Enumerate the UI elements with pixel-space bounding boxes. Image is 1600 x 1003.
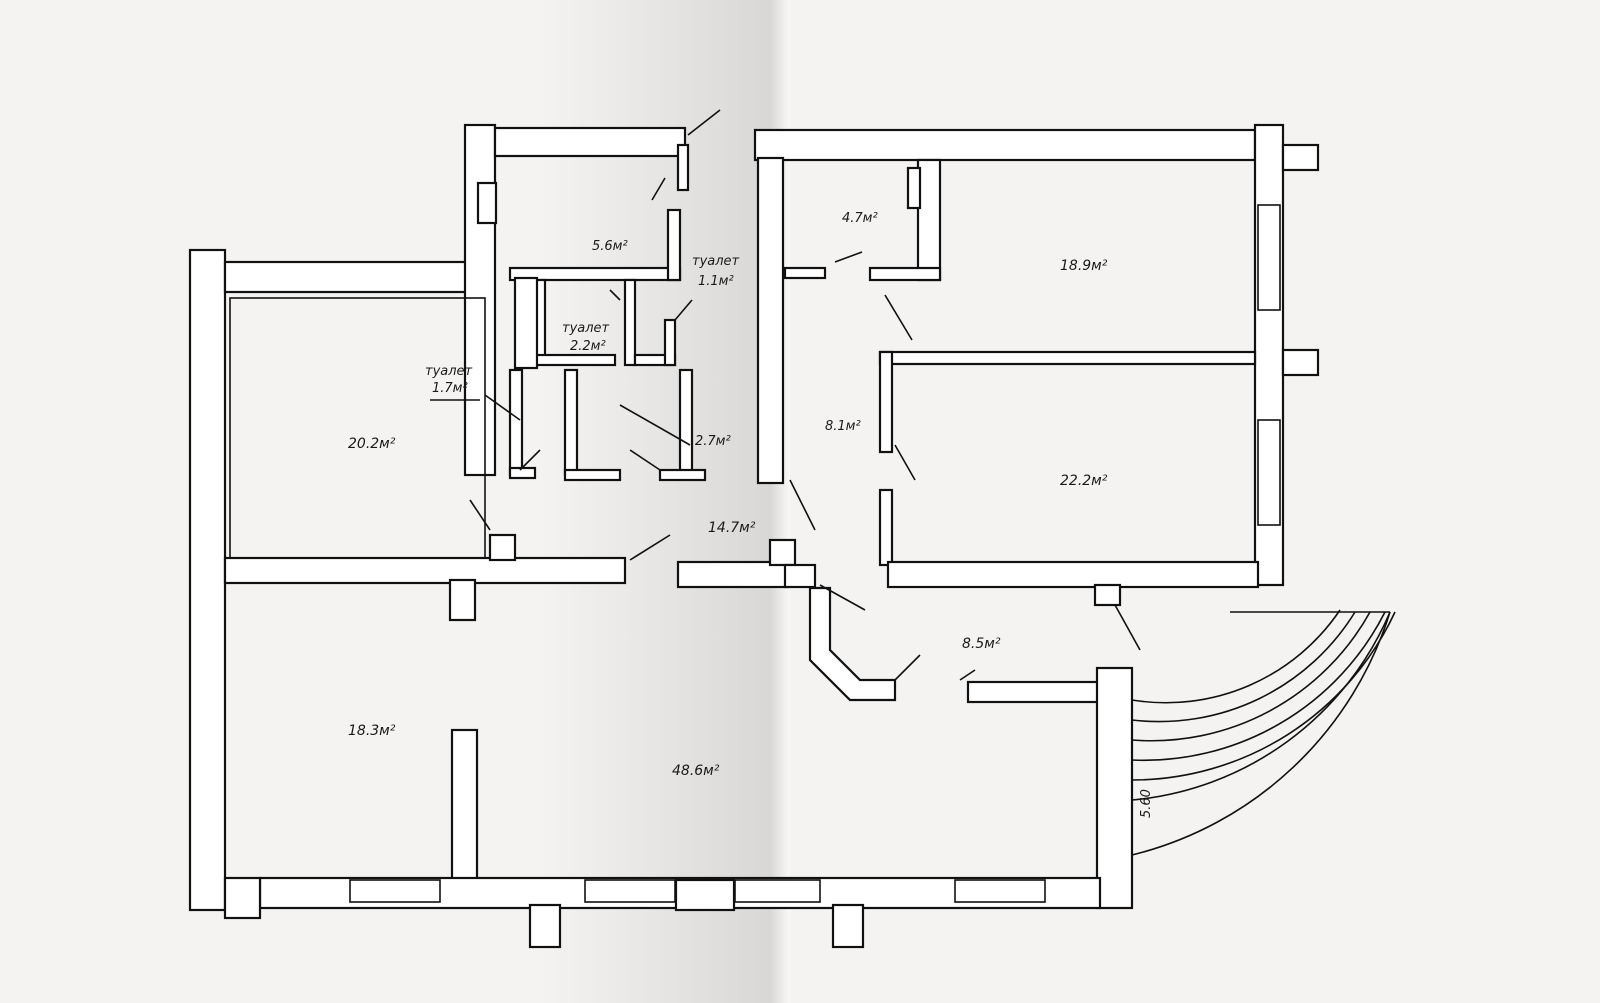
wall-8-5-right <box>966 680 1105 704</box>
wall-toilet-right <box>666 208 682 282</box>
wall-bottom-nib-1 <box>528 903 562 949</box>
wall-1-7-left <box>508 368 524 477</box>
wall-right-nib-1 <box>1281 143 1320 172</box>
wall-right-top <box>753 128 1257 162</box>
window-bottom-1 <box>349 879 441 903</box>
room-8-1: 8.1м² <box>825 419 861 434</box>
wall-1-7-frame <box>513 276 539 370</box>
wall-20-2-inner <box>229 297 486 559</box>
wall-14-7-nib <box>768 538 797 567</box>
wall-toilet-inner-5 <box>663 318 677 367</box>
wall-14-7-bottom <box>676 560 790 589</box>
room-toilet-2-2-area: 2.2м² <box>570 339 606 354</box>
room-14-7: 14.7м² <box>708 520 756 536</box>
wall-entry-pillar <box>1095 666 1134 910</box>
window-right-1 <box>1257 204 1281 311</box>
wall-4-7-right <box>916 158 942 282</box>
room-toilet-1-7-label: туалет <box>425 364 473 379</box>
wall-right-nib-2 <box>1281 348 1320 377</box>
wall-8-5-angled <box>808 586 897 702</box>
paper-fold-shadow <box>540 0 790 1003</box>
wall-toilet-inner-2 <box>533 353 617 367</box>
wall-22-2-bottom-nib <box>1093 583 1122 607</box>
wall-2-7-foot <box>563 468 622 482</box>
wall-left-top <box>223 260 472 294</box>
wall-bottom-nib-3 <box>831 903 865 949</box>
window-bottom-4 <box>954 879 1046 903</box>
wall-top-mid <box>493 126 687 158</box>
wall-8-1-right-top <box>878 350 894 454</box>
wall-18-9-22-2 <box>878 350 1257 366</box>
wall-right-block-left <box>756 156 785 485</box>
wall-2-7-right <box>678 368 694 477</box>
window-right-2 <box>1257 419 1281 526</box>
wall-4-7-left-stub <box>783 266 827 280</box>
wall-stair-right <box>676 143 690 192</box>
wall-18-3-partition <box>450 728 479 882</box>
wall-20-2-nib <box>448 578 477 622</box>
wall-20-2-right <box>488 533 517 562</box>
wall-right-top-end <box>1253 123 1285 587</box>
room-48-6: 48.6м² <box>672 763 720 779</box>
stairs-dimension: 5.60 <box>1139 789 1154 818</box>
room-8-5: 8.5м² <box>962 636 1001 652</box>
wall-4-7-step <box>868 266 942 282</box>
wall-1-7-foot <box>508 466 537 480</box>
entrance-stairs <box>1131 609 1396 860</box>
wall-bottom-left-corner <box>223 876 262 920</box>
room-toilet-1-7-area: 1.7м² <box>432 381 468 396</box>
wall-22-2-bottom <box>886 560 1260 589</box>
wall-left-outer <box>188 248 227 912</box>
room-2-7: 2.7м² <box>695 434 731 449</box>
room-18-3: 18.3м² <box>348 723 396 739</box>
room-toilet-1-1-area: 1.1м² <box>698 274 734 289</box>
room-toilet-2-2-label: туалет <box>562 321 610 336</box>
wall-20-2-bottom <box>223 556 627 585</box>
wall-2-7-left <box>563 368 579 477</box>
wall-bottom-nib-2 <box>674 878 736 912</box>
wall-8-1-right-bottom <box>878 488 894 567</box>
room-4-7: 4.7м² <box>842 211 878 226</box>
wall-core-top <box>783 563 817 589</box>
room-toilet-1-1-label: туалет <box>692 254 740 269</box>
door-swings <box>430 109 1141 681</box>
wall-stair-vertical <box>463 123 497 477</box>
wall-4-7-inner <box>906 166 922 210</box>
room-18-9: 18.9м² <box>1060 258 1108 274</box>
wall-stub-1 <box>476 181 498 225</box>
room-22-2: 22.2м² <box>1060 473 1108 489</box>
wall-toilet-inner-3 <box>623 278 637 367</box>
wall-2-7-foot-r <box>658 468 707 482</box>
room-5-6: 5.6м² <box>592 239 628 254</box>
room-20-2: 20.2м² <box>348 436 396 452</box>
